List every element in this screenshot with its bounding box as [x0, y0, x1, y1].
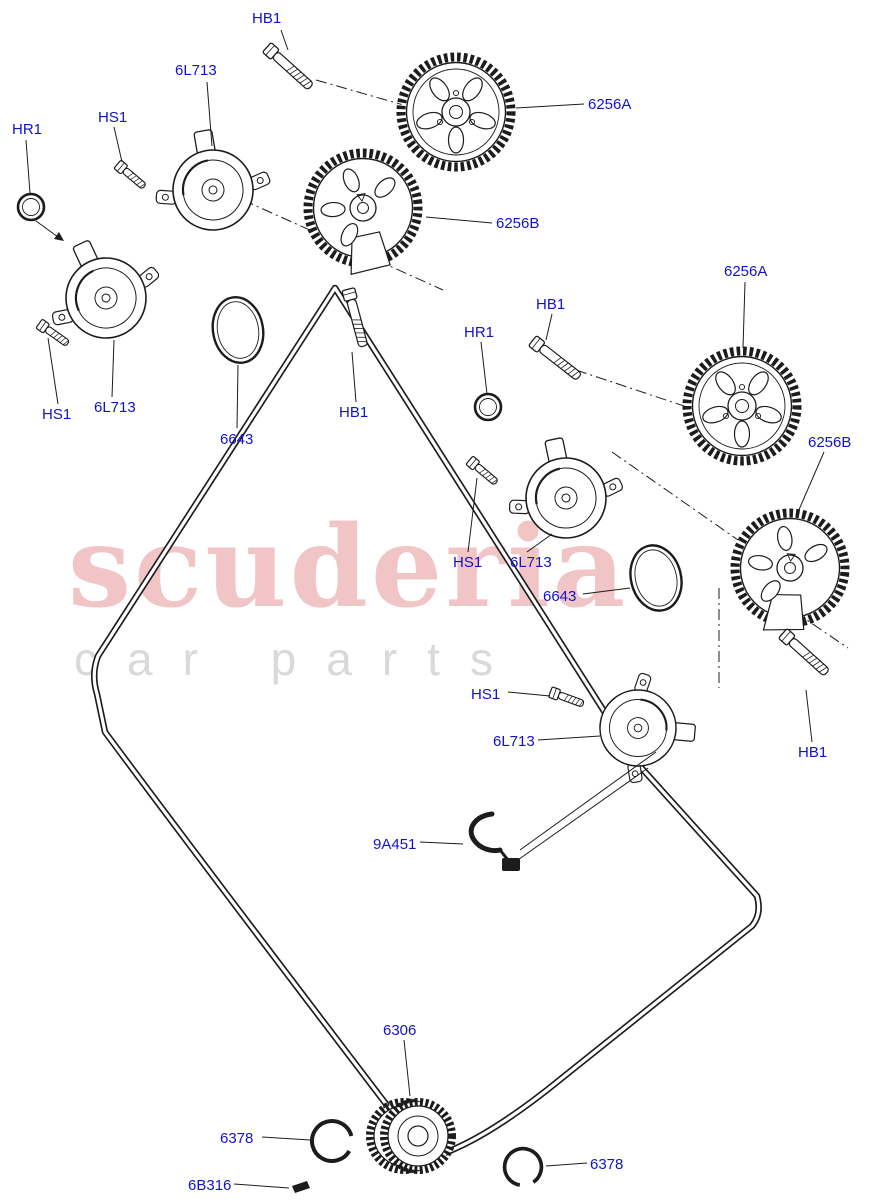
cam-phaser-6256b-left [301, 146, 426, 279]
part-label-hb1-2[interactable]: HB1 [536, 296, 566, 313]
part-label-hb1-3[interactable]: HB1 [339, 404, 369, 421]
leader-lines [25, 29, 825, 1189]
part-label-9a451[interactable]: 9A451 [373, 836, 417, 853]
part-label-6l713-2[interactable]: 6L713 [94, 399, 136, 416]
part-label-6l713-4[interactable]: 6L713 [493, 733, 535, 750]
part-label-hr1-1[interactable]: HR1 [12, 121, 43, 138]
snap-ring-6378-left [302, 1111, 362, 1171]
part-label-6l713-3[interactable]: 6L713 [510, 554, 552, 571]
part-label-6256a-1[interactable]: 6256A [588, 96, 632, 113]
bolt-hb1-right-top [527, 334, 584, 383]
part-label-6643-2[interactable]: 6643 [543, 588, 577, 605]
o-ring-6643-left [206, 291, 270, 369]
bolt-hb1-left-cluster [341, 286, 371, 349]
vvt-actuator-6l713-lower-left [26, 217, 177, 361]
vvt-actuator-6l713-upper-right [495, 426, 633, 551]
watermark-subtitle-text: car parts [74, 633, 523, 685]
part-label-hr1-2[interactable]: HR1 [464, 324, 495, 341]
watermark-brand-text: scuderia [68, 502, 629, 633]
part-label-6378-2[interactable]: 6378 [590, 1156, 624, 1173]
part-label-6b316[interactable]: 6B316 [188, 1177, 232, 1194]
part-label-6256b-1[interactable]: 6256B [496, 215, 540, 232]
part-label-6643-1[interactable]: 6643 [220, 431, 254, 448]
part-label-6306[interactable]: 6306 [383, 1022, 417, 1039]
part-label-6256b-2[interactable]: 6256B [808, 434, 852, 451]
seal-ring-hr1-left [16, 192, 46, 222]
part-label-hs1-2[interactable]: HS1 [42, 406, 72, 423]
part-label-hb1-4[interactable]: HB1 [798, 744, 828, 761]
part-label-hs1-1[interactable]: HS1 [98, 109, 128, 126]
o-ring-6643-right [622, 538, 690, 618]
seal-ring-hr1-right [473, 392, 503, 422]
bolt-hb1-far-right [777, 627, 832, 679]
snap-ring-6378-right [499, 1143, 547, 1191]
cam-phaser-6256b-right [730, 508, 850, 636]
screw-hs1-upper-left [113, 159, 149, 192]
screw-hs1-lower-right [547, 686, 586, 710]
cam-phaser-6256a-left [401, 57, 511, 167]
part-label-6378-1[interactable]: 6378 [220, 1130, 254, 1147]
sensor-9a451 [468, 811, 520, 871]
part-label-6256a-2[interactable]: 6256A [724, 263, 768, 280]
pointer-arrow [35, 220, 64, 241]
part-label-hb1-1[interactable]: HB1 [252, 10, 282, 27]
part-label-hs1-4[interactable]: HS1 [471, 686, 501, 703]
woodruff-key-6b316 [292, 1181, 310, 1193]
part-label-6l713-1[interactable]: 6L713 [175, 62, 217, 79]
part-label-hs1-3[interactable]: HS1 [453, 554, 483, 571]
screw-hs1-upper-right [465, 455, 501, 488]
cam-phaser-6256a-right [687, 351, 797, 461]
sensor-pointer-lines [514, 751, 657, 863]
bolt-hb1-top-left [261, 41, 316, 93]
crank-sprocket-6306 [370, 1102, 452, 1170]
